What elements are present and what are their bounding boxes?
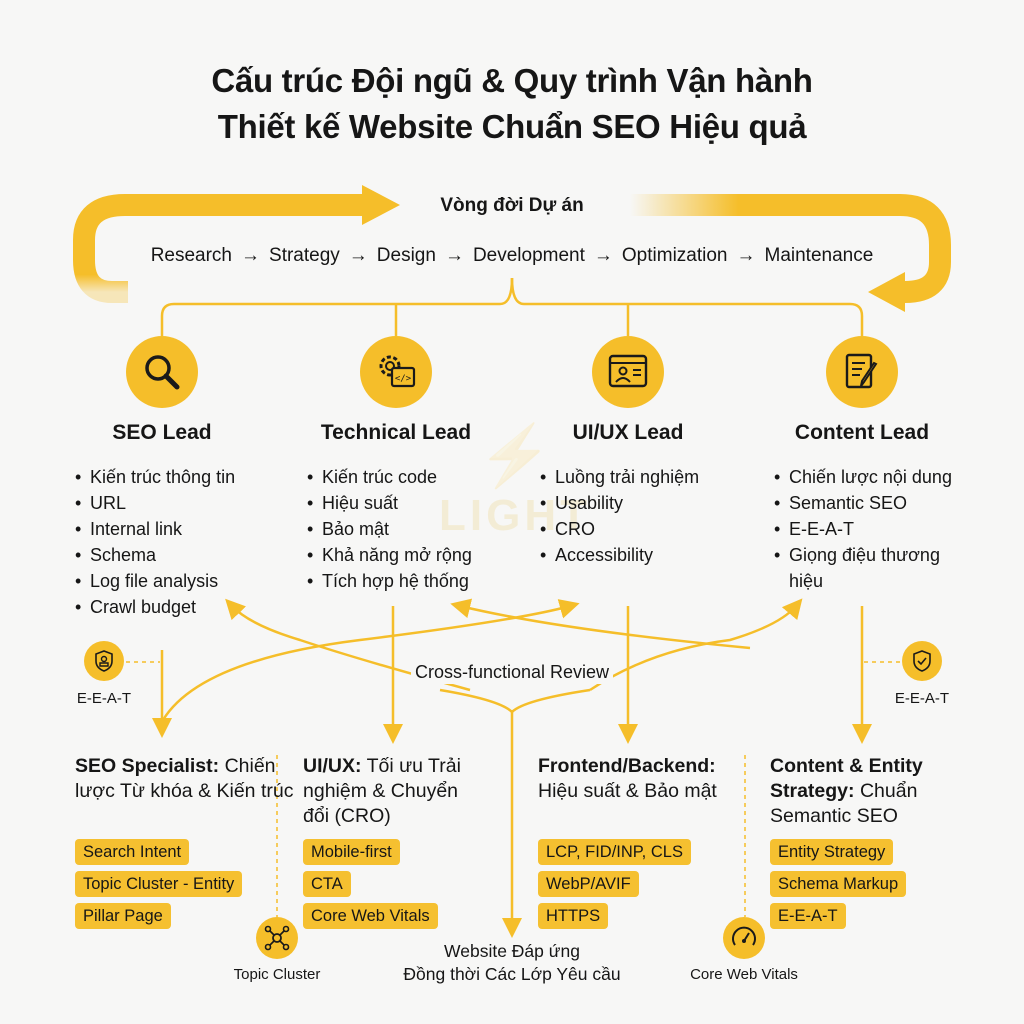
gear-code-icon: </>	[360, 336, 432, 408]
lead-title-technical: Technical Lead	[320, 421, 472, 444]
seo-lead-list: Kiến trúc thông tin URL Internal link Sc…	[75, 464, 290, 620]
tag: Core Web Vitals	[303, 903, 438, 929]
arrow-right-icon: →	[736, 245, 756, 266]
role-title: SEO Specialist:	[75, 755, 220, 777]
magnifier-icon	[126, 336, 198, 408]
shield-user-icon	[84, 641, 124, 681]
cross-functional-review-label: Cross-functional Review	[0, 660, 1024, 684]
role-desc: Chuẩn Semantic SEO	[770, 780, 918, 827]
list-item: Hiệu suất	[307, 490, 522, 516]
arrow-right-icon: →	[593, 245, 613, 266]
list-item: URL	[75, 490, 290, 516]
content-lead-list: Chiến lược nội dung Semantic SEO E-E-A-T…	[774, 464, 964, 594]
arrow-right-icon: →	[348, 245, 368, 266]
list-item: CRO	[540, 516, 755, 542]
list-item: Internal link	[75, 516, 290, 542]
lead-title-content: Content Lead	[794, 421, 930, 444]
tag: LCP, FID/INP, CLS	[538, 839, 691, 865]
arrow-right-icon: →	[241, 245, 261, 266]
list-item: Chiến lược nội dung	[774, 464, 964, 490]
tag: WebP/AVIF	[538, 871, 639, 897]
document-pen-icon	[826, 336, 898, 408]
step-research: Research	[150, 245, 233, 266]
role-frontend-backend: Frontend/Backend: Hiệu suất & Bảo mật	[538, 754, 738, 804]
tag: HTTPS	[538, 903, 609, 929]
list-item: Kiến trúc code	[307, 464, 522, 490]
lifecycle-steps: Research → Strategy → Design → Development → Opt…	[0, 245, 1024, 267]
list-item: Kiến trúc thông tin	[75, 464, 290, 490]
final-merge-lines	[439, 688, 591, 714]
tag: E-E-A-T	[770, 903, 846, 929]
role-desc: Tối ưu Trải nghiệm & Chuyển đổi (CRO)	[303, 755, 461, 827]
svg-text:</>: </>	[395, 374, 412, 384]
uiux-lead-list: Luồng trải nghiệm Usability CRO Accessib…	[540, 464, 755, 568]
list-item: Crawl budget	[75, 594, 290, 620]
list-item: Luồng trải nghiệm	[540, 464, 755, 490]
content-entity-tags: Entity Strategy Schema Markup E-E-A-T	[770, 839, 907, 929]
role-title: UI/UX:	[303, 755, 362, 777]
seo-specialist-tags: Search Intent Topic Cluster - Entity Pil…	[75, 839, 243, 929]
review-text: Cross-functional Review	[410, 660, 614, 684]
tag: Schema Markup	[770, 871, 907, 897]
list-item: Semantic SEO	[774, 490, 964, 516]
list-item: E-E-A-T	[774, 516, 964, 542]
eeat-label-right: E-E-A-T	[894, 690, 950, 707]
lifecycle-label: Vòng đời Dự án	[440, 195, 584, 216]
list-item: Khả năng mở rộng	[307, 542, 522, 568]
final-line2: Đồng thời Các Lớp Yêu cầu	[403, 964, 621, 984]
final-outcome: Website Đáp ứng Đồng thời Các Lớp Yêu cầ…	[0, 940, 1024, 986]
tag: Entity Strategy	[770, 839, 894, 865]
tag: Topic Cluster - Entity	[75, 871, 243, 897]
list-item: Log file analysis	[75, 568, 290, 594]
network-icon	[256, 917, 298, 959]
lead-bracket	[160, 277, 864, 336]
role-title: Content & Entity Strategy:	[770, 755, 923, 802]
role-desc: Chiến lược Từ khóa & Kiến trúc	[75, 755, 294, 802]
list-item: Giọng điệu thương hiệu	[774, 542, 964, 594]
arrow-right-icon: →	[444, 245, 464, 266]
page-title-line2: Thiết kế Website Chuẩn SEO Hiệu quả	[217, 108, 807, 145]
step-maintenance: Maintenance	[764, 245, 874, 266]
final-line1: Website Đáp ứng	[444, 941, 580, 961]
role-seo-specialist: SEO Specialist: Chiến lược Từ khóa & Kiế…	[75, 754, 295, 804]
role-content-entity: Content & Entity Strategy: Chuẩn Semanti…	[770, 754, 950, 829]
speedometer-icon	[723, 917, 765, 959]
browser-user-icon	[592, 336, 664, 408]
tag: Search Intent	[75, 839, 190, 865]
uiux-tags: Mobile-first CTA Core Web Vitals	[303, 839, 438, 929]
core-web-vitals-label: Core Web Vitals	[690, 966, 798, 983]
topic-cluster-label: Topic Cluster	[233, 966, 321, 983]
lead-title-uiux: UI/UX Lead	[572, 421, 684, 444]
lifecycle-loop-arrow	[73, 185, 951, 312]
step-optimization: Optimization	[621, 245, 728, 266]
step-development: Development	[472, 245, 585, 266]
tag: Mobile-first	[303, 839, 400, 865]
lead-title-seo: SEO Lead	[112, 421, 212, 444]
list-item: Schema	[75, 542, 290, 568]
tag: CTA	[303, 871, 351, 897]
role-uiux: UI/UX: Tối ưu Trải nghiệm & Chuyển đổi (…	[303, 754, 483, 829]
role-desc: Hiệu suất & Bảo mật	[538, 780, 717, 802]
list-item: Usability	[540, 490, 755, 516]
page-title-line1: Cấu trúc Đội ngũ & Quy trình Vận hành	[211, 62, 813, 99]
step-strategy: Strategy	[269, 245, 340, 266]
list-item: Bảo mật	[307, 516, 522, 542]
list-item: Tích hợp hệ thống	[307, 568, 522, 594]
eeat-label-left: E-E-A-T	[76, 690, 132, 707]
list-item: Accessibility	[540, 542, 755, 568]
tag: Pillar Page	[75, 903, 171, 929]
frontend-backend-tags: LCP, FID/INP, CLS WebP/AVIF HTTPS	[538, 839, 691, 929]
step-design: Design	[376, 245, 436, 266]
shield-check-icon	[902, 641, 942, 681]
dashed-separators	[126, 661, 900, 917]
technical-lead-list: Kiến trúc code Hiệu suất Bảo mật Khả năn…	[307, 464, 522, 594]
lead-to-role-arrows	[152, 606, 872, 744]
role-title: Frontend/Backend:	[538, 755, 716, 777]
